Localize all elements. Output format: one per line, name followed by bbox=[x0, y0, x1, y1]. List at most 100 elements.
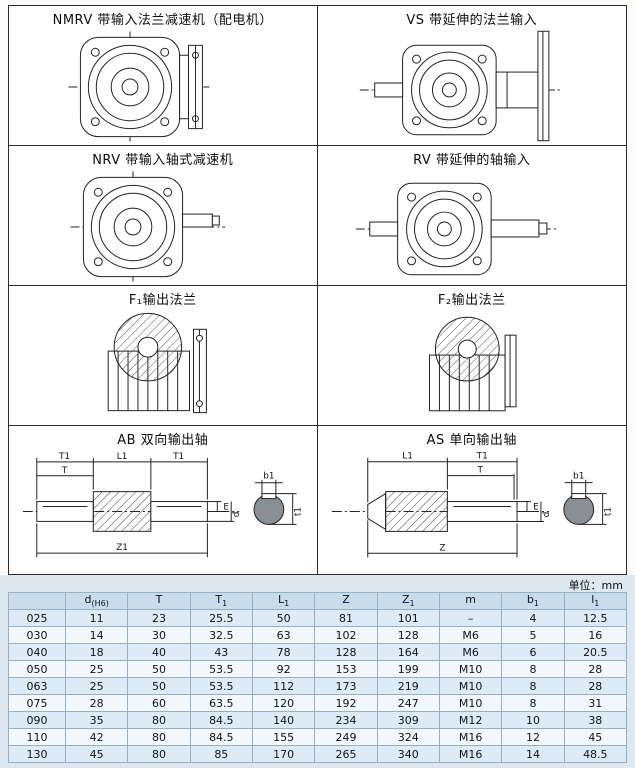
model-cell: 025 bbox=[8, 609, 66, 627]
value-cell: 31 bbox=[563, 694, 628, 712]
value-cell: 23 bbox=[127, 609, 191, 627]
panel-title-nrv: NRV 带输入轴式减速机 bbox=[92, 153, 234, 168]
value-cell: 128 bbox=[376, 626, 440, 644]
panel-title-nmrv: NMRV 带输入法兰减速机（配电机） bbox=[52, 13, 273, 28]
value-cell: 265 bbox=[314, 745, 378, 763]
panel-nmrv: NMRV 带输入法兰减速机（配电机） bbox=[9, 6, 318, 146]
value-cell: 234 bbox=[314, 711, 378, 729]
drawing-grid: NMRV 带输入法兰减速机（配电机） bbox=[8, 5, 627, 575]
header-sub: 1 bbox=[533, 599, 539, 609]
value-cell: 101 bbox=[376, 609, 440, 627]
value-cell: 11 bbox=[64, 609, 129, 627]
value-cell: 219 bbox=[376, 677, 440, 695]
model-cell: 075 bbox=[8, 694, 66, 712]
value-cell: 112 bbox=[251, 677, 316, 695]
as-dim-t1: T1 bbox=[475, 452, 487, 462]
value-cell: 18 bbox=[64, 643, 129, 661]
value-cell: 309 bbox=[376, 711, 440, 729]
value-cell: 153 bbox=[314, 660, 378, 678]
value-cell: 4 bbox=[501, 609, 565, 627]
header-main: m bbox=[465, 593, 476, 607]
value-cell: M10 bbox=[438, 660, 503, 678]
value-cell: 164 bbox=[376, 643, 440, 661]
f2-flange-diagram bbox=[428, 316, 517, 412]
panel-title-f1: F₁输出法兰 bbox=[128, 293, 197, 308]
column-header: T bbox=[127, 592, 191, 610]
value-cell: 80 bbox=[127, 711, 191, 729]
value-cell: 8 bbox=[501, 694, 565, 712]
ab-dim-t: T bbox=[61, 466, 68, 476]
value-cell: 30 bbox=[127, 626, 191, 644]
value-cell: 60 bbox=[127, 694, 191, 712]
value-cell: 28 bbox=[563, 677, 628, 695]
value-cell: 20.5 bbox=[563, 643, 628, 661]
unit-label: 单位：mm bbox=[568, 579, 623, 592]
value-cell: 102 bbox=[314, 626, 378, 644]
value-cell: 50 bbox=[127, 660, 191, 678]
header-sub: 1 bbox=[409, 599, 415, 609]
value-cell: 192 bbox=[314, 694, 378, 712]
value-cell: 140 bbox=[251, 711, 316, 729]
value-cell: 249 bbox=[314, 728, 378, 746]
value-cell: – bbox=[438, 609, 503, 627]
value-cell: 8 bbox=[501, 677, 565, 695]
value-cell: 48.5 bbox=[563, 745, 628, 763]
panel-title-vs: VS 带延伸的法兰输入 bbox=[406, 13, 538, 28]
column-header: T1 bbox=[189, 592, 253, 610]
value-cell: 14 bbox=[64, 626, 129, 644]
header-main: T bbox=[215, 593, 223, 607]
as-shaft-diagram: L1 T1 T E d Z b1 t1 bbox=[331, 452, 613, 558]
ab-dim-d: d bbox=[232, 512, 242, 518]
header-main: b bbox=[526, 593, 534, 607]
model-cell: 030 bbox=[8, 626, 66, 644]
panel-title-ab: AB 双向输出轴 bbox=[117, 433, 209, 448]
model-cell: 040 bbox=[8, 643, 66, 661]
value-cell: 45 bbox=[563, 728, 628, 746]
panel-ab: AB 双向输出轴 bbox=[9, 426, 318, 574]
value-cell: M16 bbox=[438, 745, 503, 763]
value-cell: 324 bbox=[376, 728, 440, 746]
ab-dim-z1: Z1 bbox=[116, 543, 128, 553]
value-cell: 81 bbox=[314, 609, 378, 627]
header-sub: (H6) bbox=[91, 599, 109, 609]
value-cell: 155 bbox=[251, 728, 316, 746]
nrv-gearbox-diagram bbox=[70, 171, 226, 283]
value-cell: M6 bbox=[438, 626, 503, 644]
value-cell: 6 bbox=[501, 643, 565, 661]
value-cell: M10 bbox=[438, 677, 503, 695]
value-cell: 53.5 bbox=[189, 660, 253, 678]
ab-drawing: T1 L1 T1 T E d Z1 b1 t1 bbox=[9, 445, 317, 574]
header-main: l bbox=[591, 593, 595, 607]
panel-f1: F₁输出法兰 bbox=[9, 286, 318, 426]
value-cell: 28 bbox=[563, 660, 628, 678]
nmrv-drawing bbox=[9, 25, 317, 145]
value-cell: 84.5 bbox=[189, 728, 253, 746]
value-cell: 50 bbox=[127, 677, 191, 695]
value-cell: 12.5 bbox=[563, 609, 628, 627]
nrv-drawing bbox=[9, 165, 317, 285]
ab-dim-e: E bbox=[223, 503, 229, 513]
column-header: L1 bbox=[251, 592, 316, 610]
value-cell: 50 bbox=[251, 609, 316, 627]
value-cell: 63.5 bbox=[189, 694, 253, 712]
as-dim-e: E bbox=[533, 503, 539, 513]
vs-gearbox-diagram bbox=[359, 30, 563, 142]
header-main: Z bbox=[342, 593, 350, 607]
value-cell: 63 bbox=[251, 626, 316, 644]
column-header: m bbox=[438, 592, 503, 610]
model-cell: 110 bbox=[8, 728, 66, 746]
model-column-header bbox=[8, 592, 66, 610]
as-dim-b1: b1 bbox=[573, 472, 584, 482]
value-cell: 53.5 bbox=[189, 677, 253, 695]
value-cell: 25 bbox=[64, 677, 129, 695]
nmrv-gearbox-diagram bbox=[68, 31, 210, 143]
header-sub: 1 bbox=[284, 599, 290, 609]
f1-flange-diagram bbox=[107, 312, 207, 414]
f1-drawing bbox=[9, 305, 317, 425]
ab-dim-l1: L1 bbox=[117, 452, 128, 462]
